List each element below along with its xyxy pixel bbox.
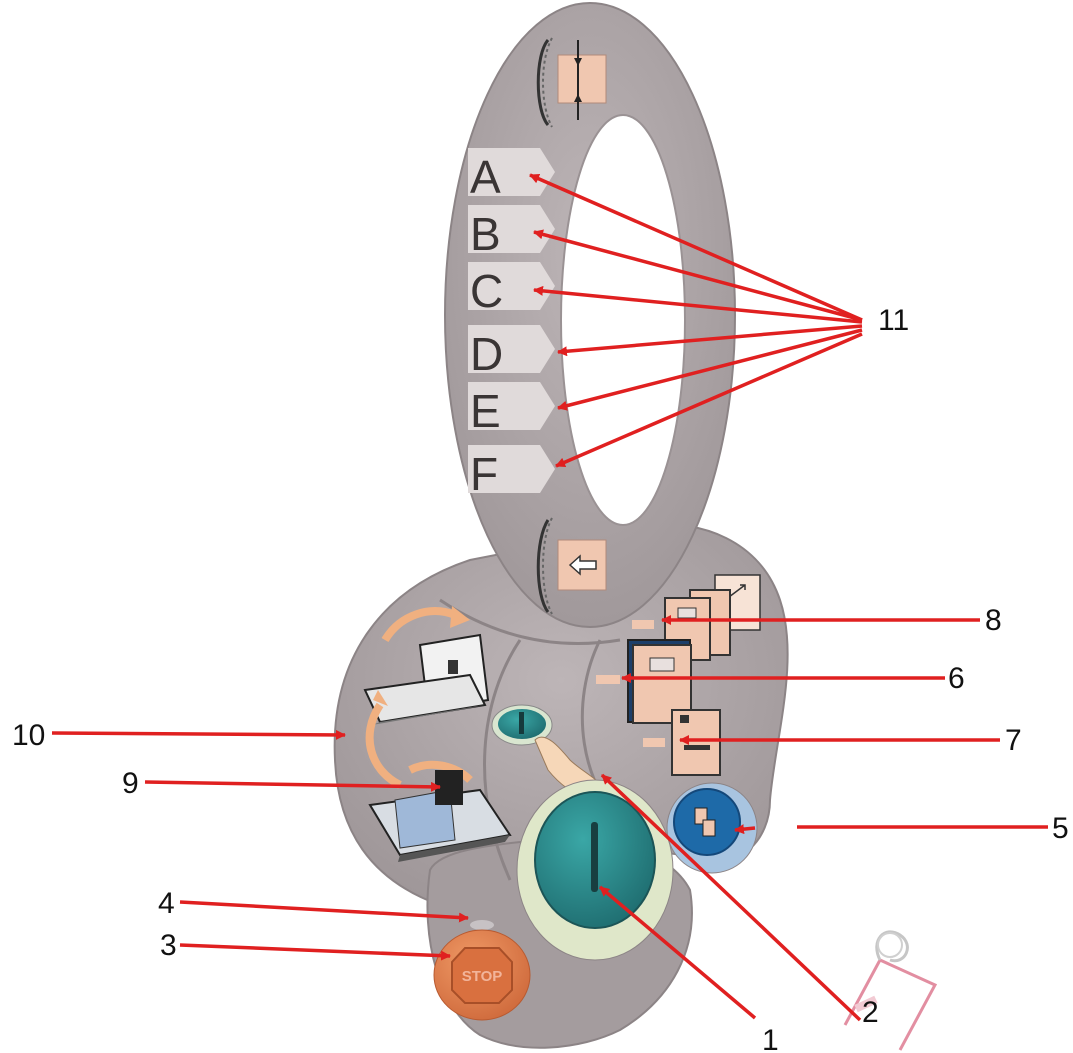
arrow-4 [180,902,468,918]
tab-b-letter: B [470,208,501,260]
callout-5: 5 [1052,812,1069,845]
callout-10: 10 [12,719,45,752]
callout-4: 4 [158,887,175,920]
tab-e-letter: E [470,385,501,437]
paper-roll-logo [845,932,935,1050]
start-button[interactable] [517,780,673,960]
arrow-3 [180,945,450,956]
tab-d-letter: D [470,328,503,380]
arrow-10 [52,733,345,735]
tab-f-letter: F [470,448,498,500]
callout-1: 1 [762,1024,779,1053]
callout-3: 3 [160,929,177,962]
stop-button[interactable]: STOP [434,930,530,1020]
stop-label: STOP [462,968,503,985]
arrow-5-head [735,828,755,830]
status-led [470,920,494,930]
callout-2: 2 [862,996,879,1029]
callout-6: 6 [948,662,965,695]
callout-8: 8 [985,604,1002,637]
tab-a-letter: A [470,151,501,203]
tab-c-letter: C [470,265,503,317]
callout-7: 7 [1005,724,1022,757]
callout-11: 11 [878,304,909,337]
callout-9: 9 [122,767,139,800]
ring-opening [561,115,685,525]
